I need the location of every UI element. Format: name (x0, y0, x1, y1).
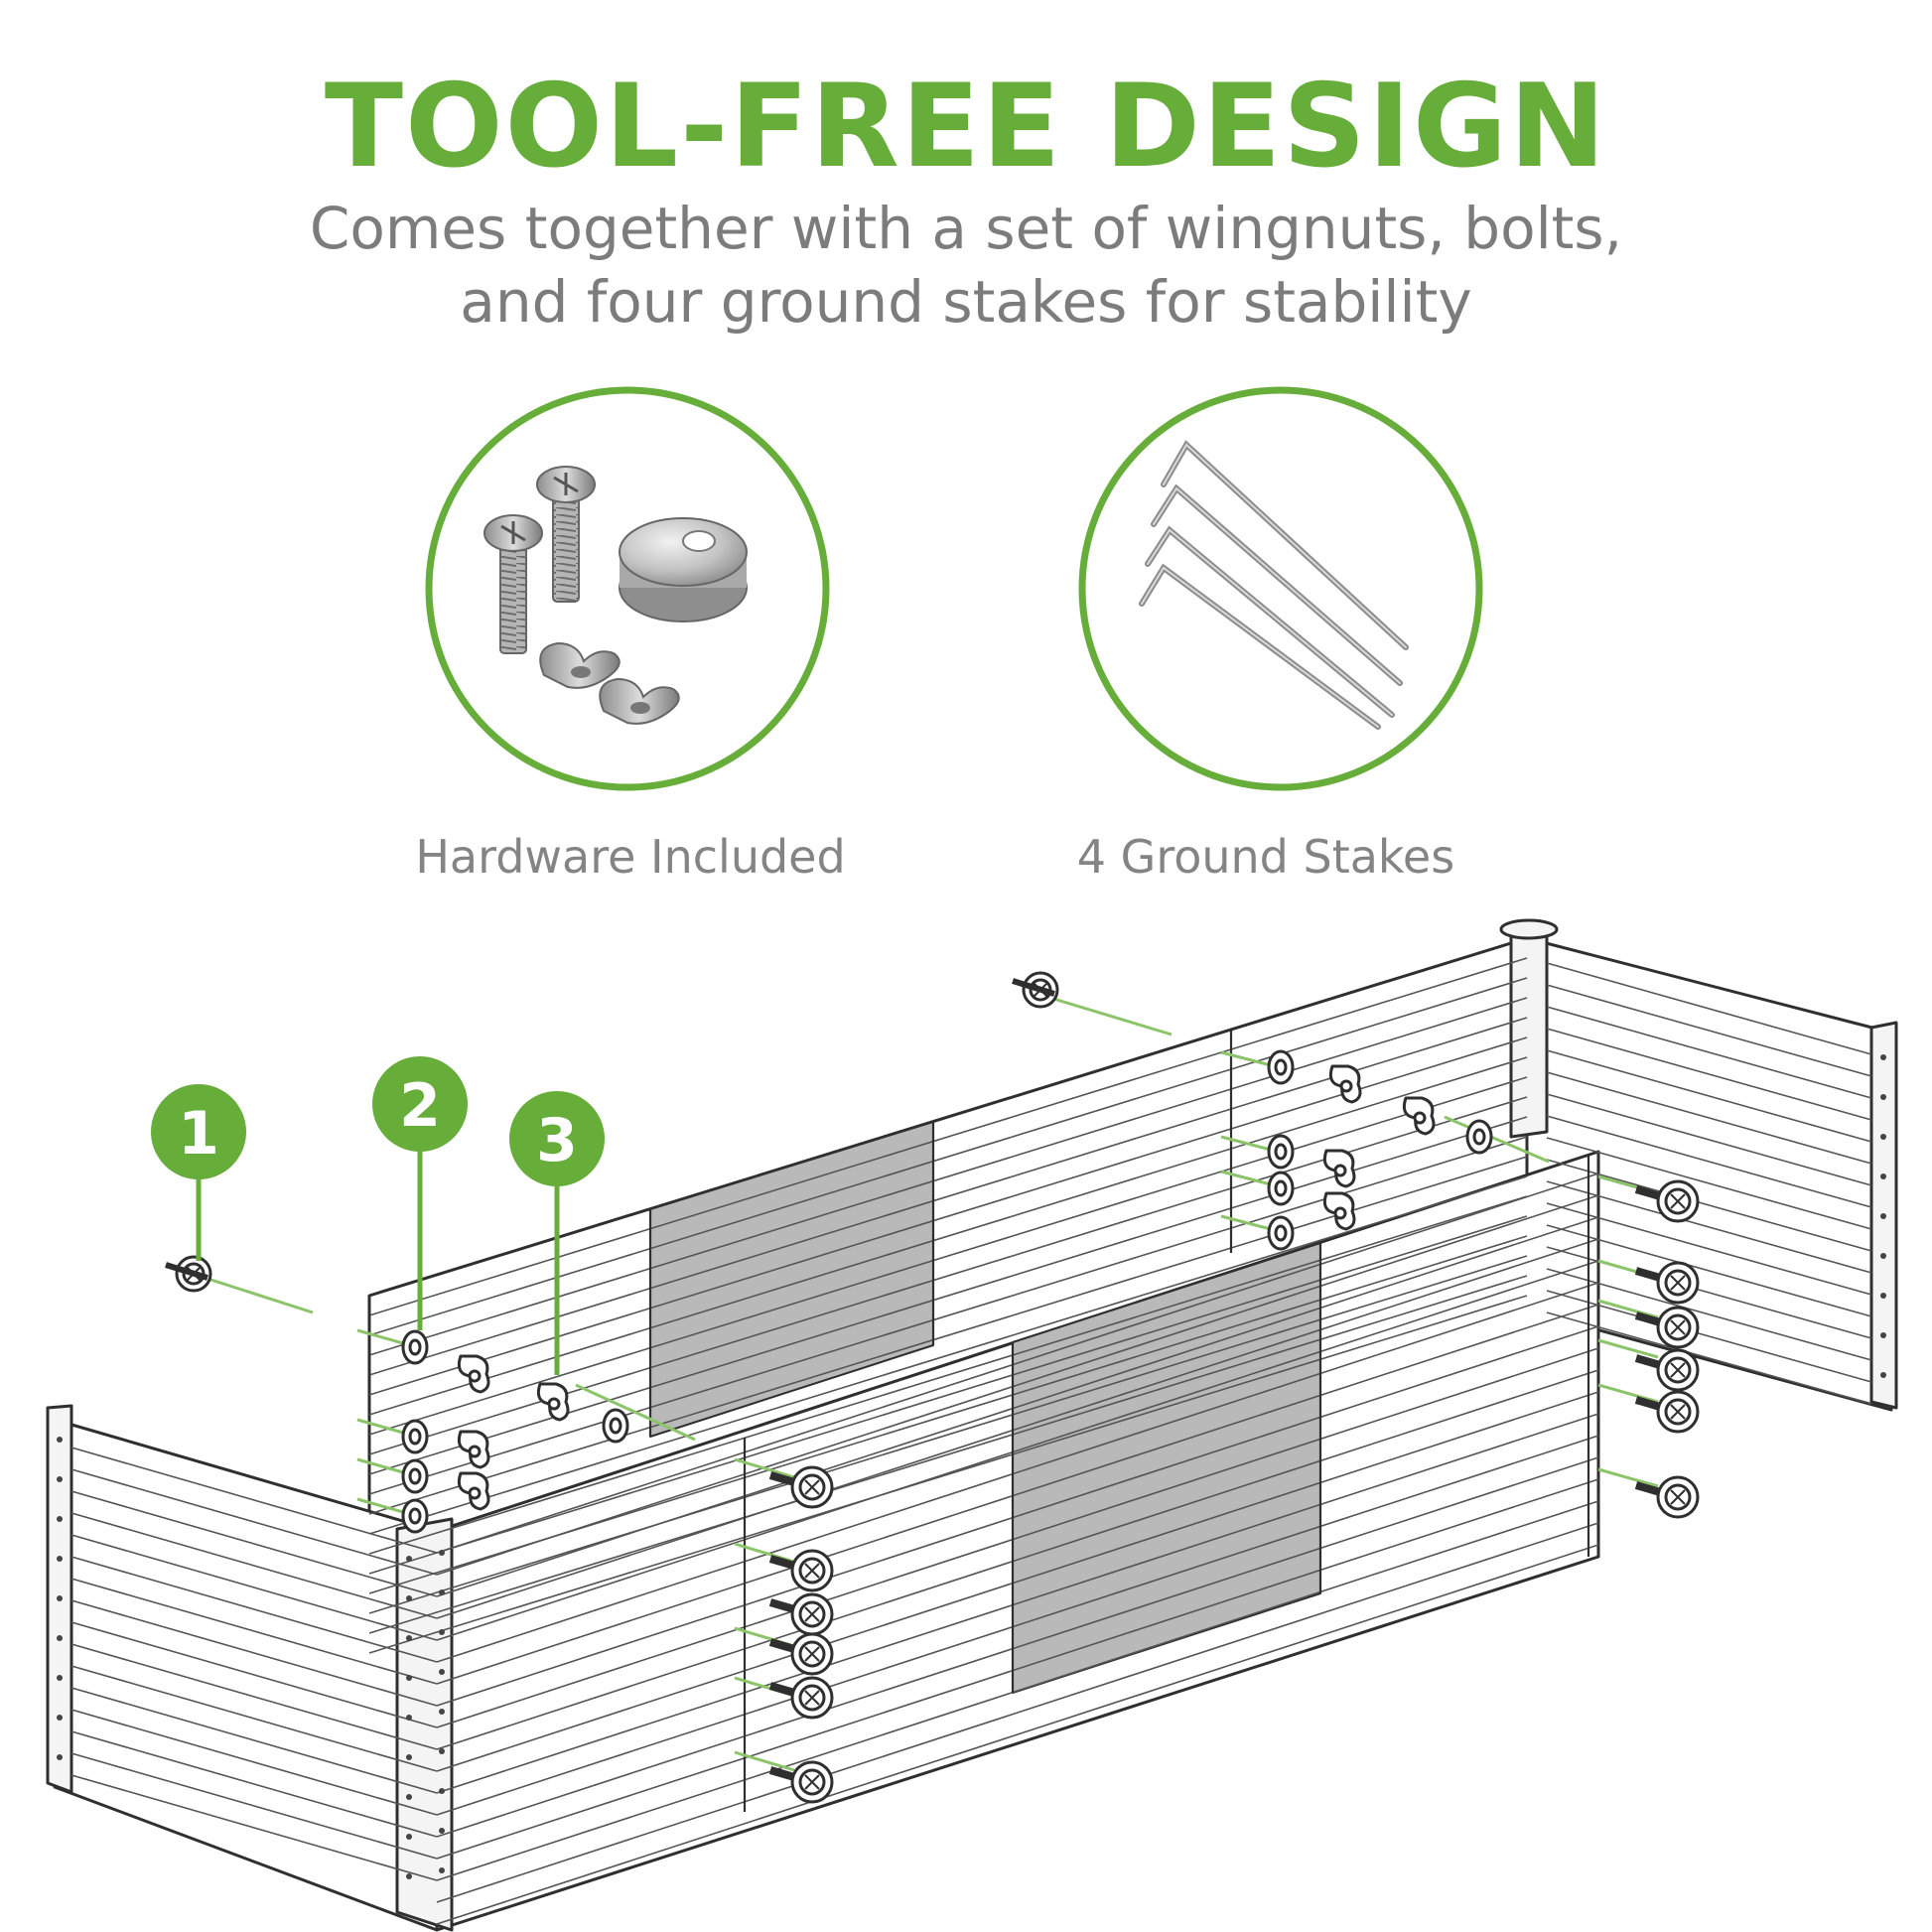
step-markers: 1 2 3 (151, 1056, 605, 1375)
screw-part (1634, 1179, 1700, 1223)
stakes-circle (1078, 386, 1483, 791)
wingnut-icon (599, 677, 680, 725)
hardware-circle (425, 386, 830, 791)
washer-part (602, 1408, 629, 1444)
step-badge-3: 3 (509, 1091, 605, 1186)
screw-part (768, 1676, 834, 1720)
step-badge-1: 1 (151, 1084, 246, 1179)
screw-part (1634, 1475, 1700, 1519)
washer-icon (619, 517, 748, 622)
page-title: TOOL-FREE DESIGN (324, 60, 1608, 194)
bolt-icon (483, 514, 543, 654)
hardware-icon (483, 466, 748, 725)
screw-part (768, 1465, 834, 1509)
subtitle-line-1: Comes together with a set of wingnuts, b… (309, 195, 1623, 262)
washer-part (1267, 1134, 1295, 1170)
wingnut-part (1328, 1064, 1362, 1104)
wingnut-part (1322, 1191, 1356, 1231)
wingnut-part (457, 1354, 490, 1394)
washer-part (1267, 1171, 1295, 1206)
washer-part (1267, 1049, 1295, 1085)
bolt-part (1012, 971, 1059, 1009)
step-badge-2: 2 (372, 1056, 468, 1152)
screw-part (1634, 1390, 1700, 1434)
caption-stakes: 4 Ground Stakes (1076, 830, 1455, 884)
washer-part (401, 1498, 429, 1534)
washer-part (1267, 1215, 1295, 1251)
screw-part (768, 1760, 834, 1804)
step-number: 3 (536, 1106, 578, 1175)
washer-part (401, 1419, 429, 1454)
wingnut-part (1322, 1149, 1356, 1188)
wingnut-part (457, 1471, 490, 1511)
screw-part (1634, 1306, 1700, 1349)
corrugation-lines (70, 957, 1872, 1925)
bolt-part (165, 1255, 212, 1293)
washer-part (401, 1458, 429, 1494)
garden-bed (46, 918, 1898, 1932)
screw-part (1634, 1348, 1700, 1392)
bolt-icon (536, 466, 596, 603)
subtitle-line-2: and four ground stakes for stability (460, 268, 1472, 336)
washer-part (401, 1329, 429, 1365)
step-number: 2 (399, 1071, 441, 1141)
screw-part (1634, 1261, 1700, 1305)
step-number: 1 (178, 1099, 219, 1169)
screw-part (768, 1549, 834, 1592)
wingnut-part (457, 1430, 490, 1469)
wingnut-part (536, 1382, 570, 1422)
wingnut-icon (539, 641, 621, 689)
caption-hardware: Hardware Included (415, 830, 846, 884)
wingnut-part (1402, 1096, 1436, 1136)
washer-part (1465, 1119, 1493, 1155)
screw-part (768, 1632, 834, 1676)
